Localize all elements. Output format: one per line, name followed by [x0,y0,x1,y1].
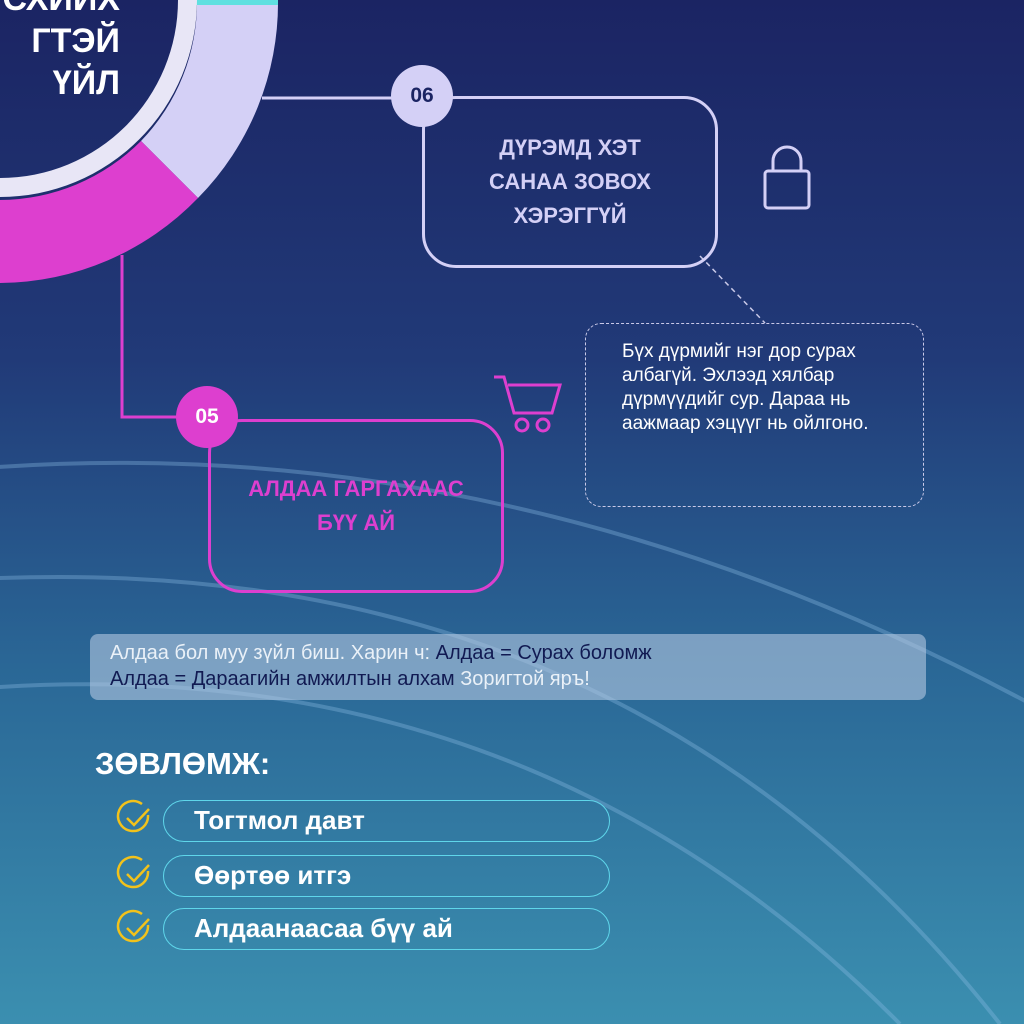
step-card-05: АЛДАА ГАРГАХААС БҮҮ АЙ [208,419,504,593]
note-box: Бүх дүрмийг нэг дор сурах албагүй. Эхлээ… [585,323,924,507]
donut-inner-ring [0,0,197,197]
tip-item: Өөртөө итгэ [163,855,610,897]
check-icon [116,909,150,943]
quote-highlight: Алдаа = Дараагийн амжилтын алхам [110,668,455,690]
donut-segment-lavender [141,0,279,198]
check-icon [116,855,150,889]
step-label: АЛДАА ГАРГАХААС БҮҮ АЙ [248,476,464,535]
title-line: СХИЙХ [0,0,121,20]
donut-segment-magenta [0,141,198,283]
donut-segment-cyan [196,0,278,5]
tip-item: Алдаанаасаа бүү ай [163,908,610,950]
title-line: ГТЭЙ [31,22,120,60]
step-label: ДҮРЭМД ХЭТ САНАА ЗОВОХ ХЭРЭГГҮЙ [489,135,651,228]
connector-05 [120,255,178,419]
step-badge-06: 06 [391,65,453,127]
title-line: ҮЙЛ [52,64,120,102]
center-title: СХИЙХ ГТЭЙ ҮЙЛ [0,0,140,104]
step-badge-05: 05 [176,386,238,448]
check-icon [116,799,150,833]
quote-banner: Алдаа бол муу зүйл биш. Харин ч: Алдаа =… [90,634,926,700]
quote-text: Зоригтой яръ! [454,668,590,690]
step-card-06: ДҮРЭМД ХЭТ САНАА ЗОВОХ ХЭРЭГГҮЙ [422,96,718,268]
donut-chart [0,0,279,283]
quote-text: Алдаа бол муу зүйл биш. Харин ч: [110,642,436,664]
tips-heading: ЗӨВЛӨМЖ: [95,746,271,781]
tip-item: Тогтмол давт [163,800,610,842]
quote-highlight: Алдаа = Сурах боломж [435,642,652,664]
connector-note [699,255,766,324]
lock-icon [763,145,811,210]
shopping-cart-icon [494,375,562,433]
